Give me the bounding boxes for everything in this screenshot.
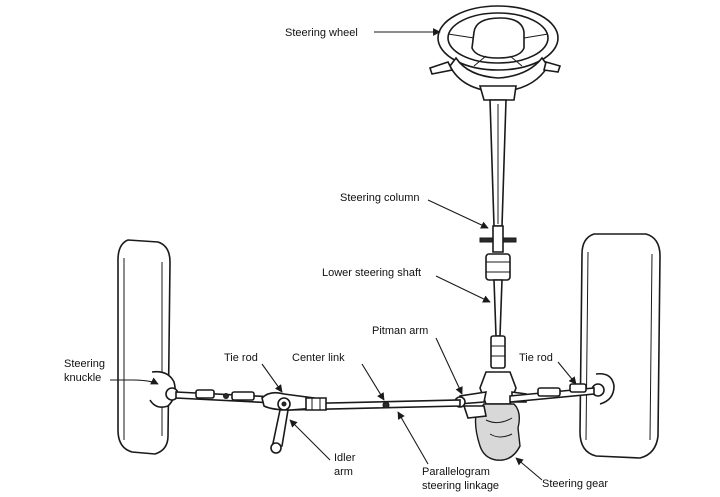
leader-tie-rod-right xyxy=(557,361,577,385)
label-steering-knuckle-line1: Steering xyxy=(64,358,105,370)
leader-lower-steering-shaft xyxy=(435,275,491,303)
label-steering-knuckle-line2: knuckle xyxy=(64,372,101,384)
left-steering-knuckle xyxy=(149,370,179,408)
label-parallelogram-line1: Parallelogram xyxy=(422,466,490,478)
label-steering-column: Steering column xyxy=(340,192,420,204)
label-idler-arm-line1: Idler xyxy=(334,452,356,464)
label-idler-arm-line2: arm xyxy=(334,466,353,478)
leader-center-link xyxy=(361,363,385,401)
steering-column xyxy=(479,99,517,253)
left-wheel xyxy=(117,239,171,455)
label-steering-wheel: Steering wheel xyxy=(285,27,358,39)
right-steering-knuckle xyxy=(591,372,615,405)
leader-parallelogram xyxy=(397,411,429,465)
right-tie-rod xyxy=(509,383,595,403)
label-steering-gear: Steering gear xyxy=(542,478,608,490)
label-lower-steering-shaft: Lower steering shaft xyxy=(322,267,421,279)
leader-pitman-arm xyxy=(435,337,463,395)
leader-steering-gear xyxy=(515,457,543,481)
label-tie-rod-right: Tie rod xyxy=(519,352,553,364)
label-center-link: Center link xyxy=(292,352,345,364)
idler-arm xyxy=(261,391,327,454)
leader-idler-arm xyxy=(289,419,331,461)
steering-wheel xyxy=(428,5,562,101)
leader-steering-column xyxy=(427,199,489,229)
label-tie-rod-left: Tie rod xyxy=(224,352,258,364)
leader-steering-knuckle xyxy=(110,377,159,385)
right-wheel xyxy=(579,233,661,459)
label-pitman-arm: Pitman arm xyxy=(372,325,428,337)
label-parallelogram-line2: steering linkage xyxy=(422,480,499,492)
lower-steering-shaft xyxy=(485,253,511,369)
leader-tie-rod-left xyxy=(261,363,283,393)
